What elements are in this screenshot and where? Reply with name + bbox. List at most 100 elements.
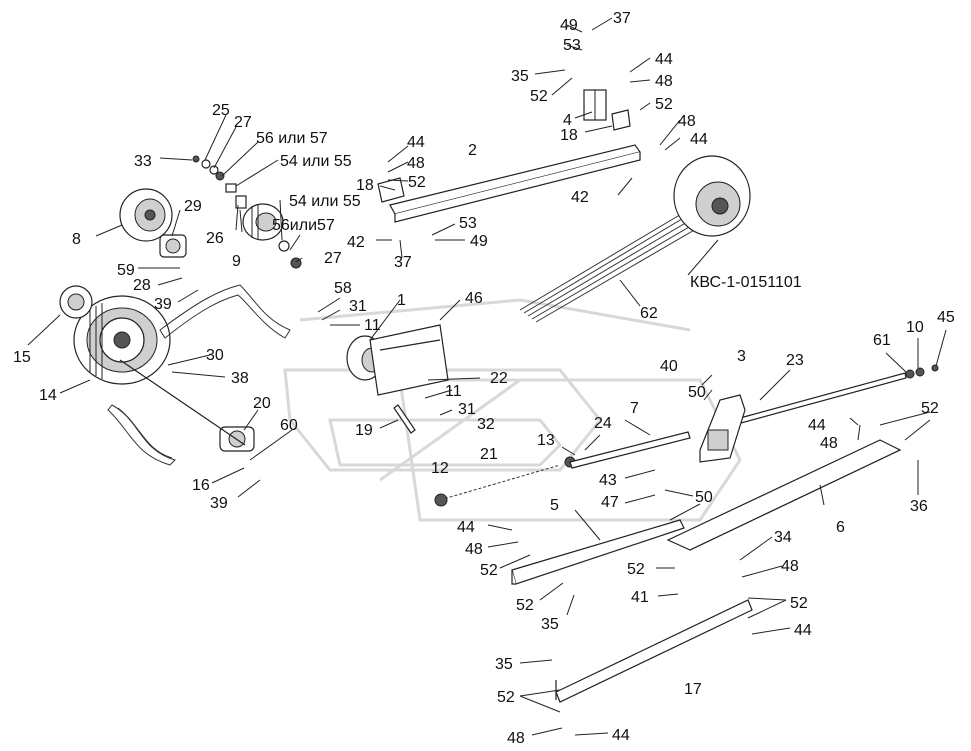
callout-48: 48 — [678, 113, 696, 130]
guard-6 — [666, 439, 902, 551]
pulley-14 — [73, 295, 171, 385]
callout-39: 39 — [154, 296, 172, 313]
callout-16: 16 — [192, 477, 210, 494]
callout-19: 19 — [355, 422, 373, 439]
callout-34: 34 — [774, 529, 792, 546]
callout-30: 30 — [206, 347, 224, 364]
small-parts-stack — [192, 155, 302, 269]
callout-20: 20 — [253, 395, 271, 412]
callout-52: 52 — [921, 400, 939, 417]
callout-23: 23 — [786, 352, 804, 369]
callout-56or57: 56или57 — [272, 217, 335, 234]
callout-52: 52 — [655, 96, 673, 113]
callout-24: 24 — [594, 415, 612, 432]
callout-58: 58 — [334, 280, 352, 297]
guard-5 — [511, 519, 685, 585]
callout-54-or-55: 54 или 55 — [289, 193, 361, 210]
rod-19 — [393, 404, 416, 434]
callout-18: 18 — [560, 127, 578, 144]
callout-10: 10 — [906, 319, 924, 336]
callout-62: 62 — [640, 305, 658, 322]
callout-46: 46 — [465, 290, 483, 307]
callout-7: 7 — [630, 400, 639, 417]
callout-35: 35 — [511, 68, 529, 85]
callout-39: 39 — [210, 495, 228, 512]
callout-53: 53 — [563, 37, 581, 54]
callout-18: 18 — [356, 177, 374, 194]
callout-27: 27 — [324, 250, 342, 267]
hub-29 — [159, 234, 187, 258]
callout-14: 14 — [39, 387, 57, 404]
callout-44: 44 — [808, 417, 826, 434]
callout-61: 61 — [873, 332, 891, 349]
callout-37: 37 — [613, 10, 631, 27]
callout-43: 43 — [599, 472, 617, 489]
callout-22: 22 — [490, 370, 508, 387]
pulley-kvs — [673, 155, 751, 237]
callout-2: 2 — [468, 142, 477, 159]
flange-15 — [59, 285, 93, 319]
callout-21: 21 — [480, 446, 498, 463]
callout-28: 28 — [133, 277, 151, 294]
bracket-4 — [583, 89, 607, 121]
callout-3: 3 — [737, 348, 746, 365]
callout-35: 35 — [495, 656, 513, 673]
callout-41: 41 — [631, 589, 649, 606]
callout-33: 33 — [134, 153, 152, 170]
callout-52: 52 — [516, 597, 534, 614]
callout-8: 8 — [72, 231, 81, 248]
callout-52: 52 — [530, 88, 548, 105]
callout-52: 52 — [408, 174, 426, 191]
callout-42: 42 — [347, 234, 365, 251]
callout-48: 48 — [655, 73, 673, 90]
callout-4: 4 — [563, 112, 572, 129]
bar-2 — [389, 144, 641, 223]
rod-23 — [739, 364, 939, 424]
belt-loose-upper — [159, 284, 291, 339]
callout-44: 44 — [690, 131, 708, 148]
bracket-3 — [699, 394, 746, 463]
callout-48: 48 — [507, 730, 525, 747]
callout-29: 29 — [184, 198, 202, 215]
callout-32: 32 — [477, 416, 495, 433]
callout-60: 60 — [280, 417, 298, 434]
callout-45: 45 — [937, 309, 955, 326]
callout-52: 52 — [497, 689, 515, 706]
callout-25: 25 — [212, 102, 230, 119]
callout-42: 42 — [571, 189, 589, 206]
callout-12: 12 — [431, 460, 449, 477]
assembly-code-label: КВС-1-0151101 — [690, 274, 802, 291]
callout-56-or-57: 56 или 57 — [256, 130, 328, 147]
callout-49: 49 — [560, 17, 578, 34]
callout-27: 27 — [234, 114, 252, 131]
callout-31: 31 — [349, 298, 367, 315]
callout-17: 17 — [684, 681, 702, 698]
callout-48: 48 — [781, 558, 799, 575]
callout-40: 40 — [660, 358, 678, 375]
pulley-8 — [119, 188, 173, 242]
callout-48: 48 — [820, 435, 838, 452]
callout-11: 11 — [445, 383, 462, 400]
callout-48: 48 — [465, 541, 483, 558]
callout-labels: 49 37 53 44 35 48 52 52 4 48 18 44 25 27… — [13, 10, 955, 747]
rod-7 — [569, 431, 691, 469]
callout-37: 37 — [394, 254, 412, 271]
callout-36: 36 — [910, 498, 928, 515]
callout-44: 44 — [612, 727, 630, 744]
callout-44: 44 — [407, 134, 425, 151]
background-outline — [283, 298, 742, 522]
callout-5: 5 — [550, 497, 559, 514]
tensioner-1 — [346, 324, 449, 396]
callout-31: 31 — [458, 401, 476, 418]
callout-52: 52 — [627, 561, 645, 578]
callout-52: 52 — [790, 595, 808, 612]
leader-lines — [27, 17, 947, 736]
callout-6: 6 — [836, 519, 845, 536]
callout-50: 50 — [688, 384, 706, 401]
callout-26: 26 — [206, 230, 224, 247]
callout-35: 35 — [541, 616, 559, 633]
callout-44: 44 — [794, 622, 812, 639]
callout-47: 47 — [601, 494, 619, 511]
callout-48: 48 — [407, 155, 425, 172]
